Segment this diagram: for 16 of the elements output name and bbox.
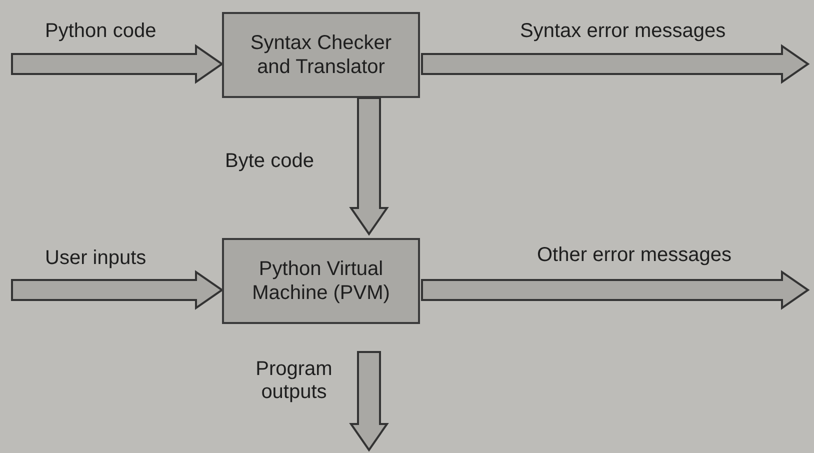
block-arrow <box>11 44 224 84</box>
edge-label: Python code <box>45 20 156 43</box>
edge-label: User inputs <box>45 247 146 270</box>
process-box <box>222 238 420 324</box>
edge-label: Syntax error messages <box>520 20 726 43</box>
process-box <box>222 12 420 98</box>
block-arrow <box>349 351 389 452</box>
box-label: Syntax Checker and Translator <box>249 31 393 79</box>
block-arrow <box>11 270 224 310</box>
block-arrow <box>349 97 389 236</box>
block-arrow <box>421 44 810 84</box>
edge-label: Byte code <box>225 150 314 173</box>
edge-label: Other error messages <box>537 244 732 267</box>
edge-label: Program outputs <box>254 358 334 404</box>
block-arrow <box>421 270 810 310</box>
box-label: Python Virtual Machine (PVM) <box>251 257 391 305</box>
